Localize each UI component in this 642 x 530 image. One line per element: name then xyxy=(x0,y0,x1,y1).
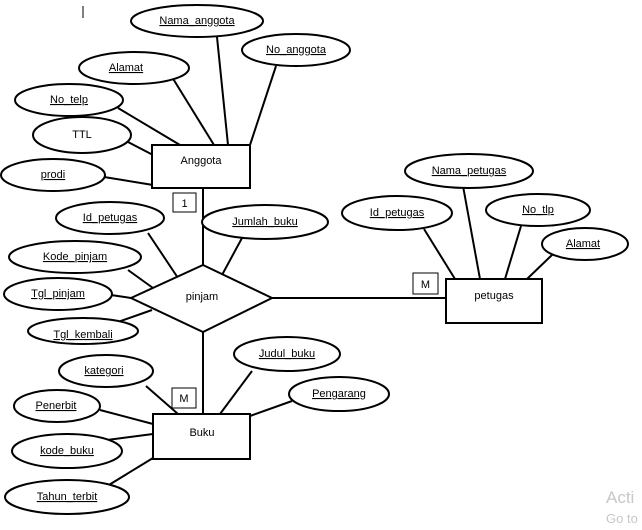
activation-watermark-subtitle: Go to xyxy=(606,511,638,526)
connector-lines xyxy=(98,36,554,492)
attr-kategori: kategori xyxy=(58,354,154,388)
line-tgl-kembali xyxy=(117,309,153,323)
line-alamat-petugas xyxy=(526,253,554,280)
line-jumlah-buku xyxy=(221,237,243,276)
attr-no-anggota: No_anggota xyxy=(241,33,351,67)
line-nama-anggota xyxy=(216,36,229,146)
attr-jumlah-buku: Jumlah_buku xyxy=(201,204,329,240)
line-penerbit xyxy=(99,409,154,425)
relationship-pinjam-label: pinjam xyxy=(186,291,218,303)
svg-text:Alamat: Alamat xyxy=(109,62,143,74)
line-id-petugas-pinjam xyxy=(147,232,179,279)
attr-nama-anggota: Nama_anggota xyxy=(130,4,264,38)
relationship-pinjam: pinjam xyxy=(128,263,275,334)
svg-text:M: M xyxy=(421,279,430,291)
attr-judul-buku: Judul_buku xyxy=(233,336,341,372)
cardinality-anggota: 1 xyxy=(172,192,197,213)
svg-text:Pengarang: Pengarang xyxy=(312,388,366,400)
entity-petugas-label: petugas xyxy=(474,290,514,302)
svg-text:Tgl_pinjam: Tgl_pinjam xyxy=(31,288,85,300)
attr-alamat-anggota: Alamat xyxy=(78,51,190,85)
svg-text:M: M xyxy=(179,393,188,405)
cardinality-buku: M xyxy=(171,387,197,409)
svg-text:Jumlah_buku: Jumlah_buku xyxy=(232,216,297,228)
attr-tgl-kembali: Tgl_kembali xyxy=(27,317,139,345)
svg-text:kategori: kategori xyxy=(84,365,123,377)
entity-anggota-label: Anggota xyxy=(181,155,223,167)
svg-text:TTL: TTL xyxy=(72,129,92,141)
attr-penerbit: Penerbit xyxy=(13,389,101,423)
line-no-anggota xyxy=(249,65,277,146)
line-kategori xyxy=(145,385,179,415)
svg-text:Id_petugas: Id_petugas xyxy=(370,207,425,219)
line-kode-buku xyxy=(106,433,154,441)
svg-text:No_telp: No_telp xyxy=(50,94,88,106)
line-judul-buku xyxy=(219,370,253,415)
line-alamat-anggota xyxy=(171,76,215,146)
svg-text:Judul_buku: Judul_buku xyxy=(259,348,315,360)
attr-pengarang: Pengarang xyxy=(288,376,390,412)
cardinality-petugas: M xyxy=(412,272,439,295)
attr-nama-petugas: Nama_petugas xyxy=(404,153,534,189)
attr-id-petugas-pinjam: Id_petugas xyxy=(55,201,165,235)
svg-text:Alamat: Alamat xyxy=(566,238,600,250)
attr-prodi: prodi xyxy=(0,158,106,192)
attr-kode-buku: kode_buku xyxy=(11,433,123,469)
line-nama-petugas xyxy=(462,185,481,280)
svg-text:Tgl_kembali: Tgl_kembali xyxy=(53,329,112,341)
line-no-tlp xyxy=(504,225,522,280)
line-kode-pinjam xyxy=(127,269,154,289)
activation-watermark-title: Acti xyxy=(606,488,634,507)
attr-no-telp: No_telp xyxy=(14,83,124,117)
line-no-telp xyxy=(117,107,181,146)
svg-text:No_tlp: No_tlp xyxy=(522,204,554,216)
svg-text:kode_buku: kode_buku xyxy=(40,445,94,457)
entity-buku: Buku xyxy=(152,413,251,460)
attr-ttl: TTL xyxy=(32,116,132,154)
svg-text:1: 1 xyxy=(181,198,187,210)
svg-text:Nama_anggota: Nama_anggota xyxy=(159,15,235,27)
line-tgl-pinjam xyxy=(110,294,132,299)
svg-text:Penerbit: Penerbit xyxy=(36,400,77,412)
entity-petugas: petugas xyxy=(445,278,543,324)
svg-text:No_anggota: No_anggota xyxy=(266,44,327,56)
line-id-petugas xyxy=(423,228,456,280)
svg-text:Nama_petugas: Nama_petugas xyxy=(432,165,507,177)
line-pengarang xyxy=(249,400,293,417)
attr-tahun-terbit: Tahun_terbit xyxy=(4,479,130,515)
line-ttl xyxy=(127,141,154,156)
entity-anggota: Anggota xyxy=(151,144,251,189)
line-prodi xyxy=(103,176,154,186)
entity-buku-label: Buku xyxy=(189,427,214,439)
svg-text:prodi: prodi xyxy=(41,169,65,181)
attr-tgl-pinjam: Tgl_pinjam xyxy=(3,277,113,311)
attr-id-petugas: Id_petugas xyxy=(341,195,453,231)
attr-no-tlp: No_tlp xyxy=(485,193,591,227)
attr-alamat-petugas: Alamat xyxy=(541,227,629,261)
svg-text:Kode_pinjam: Kode_pinjam xyxy=(43,251,107,263)
attr-kode-pinjam: Kode_pinjam xyxy=(8,240,142,274)
svg-text:Tahun_terbit: Tahun_terbit xyxy=(37,491,98,503)
svg-text:Id_petugas: Id_petugas xyxy=(83,212,138,224)
